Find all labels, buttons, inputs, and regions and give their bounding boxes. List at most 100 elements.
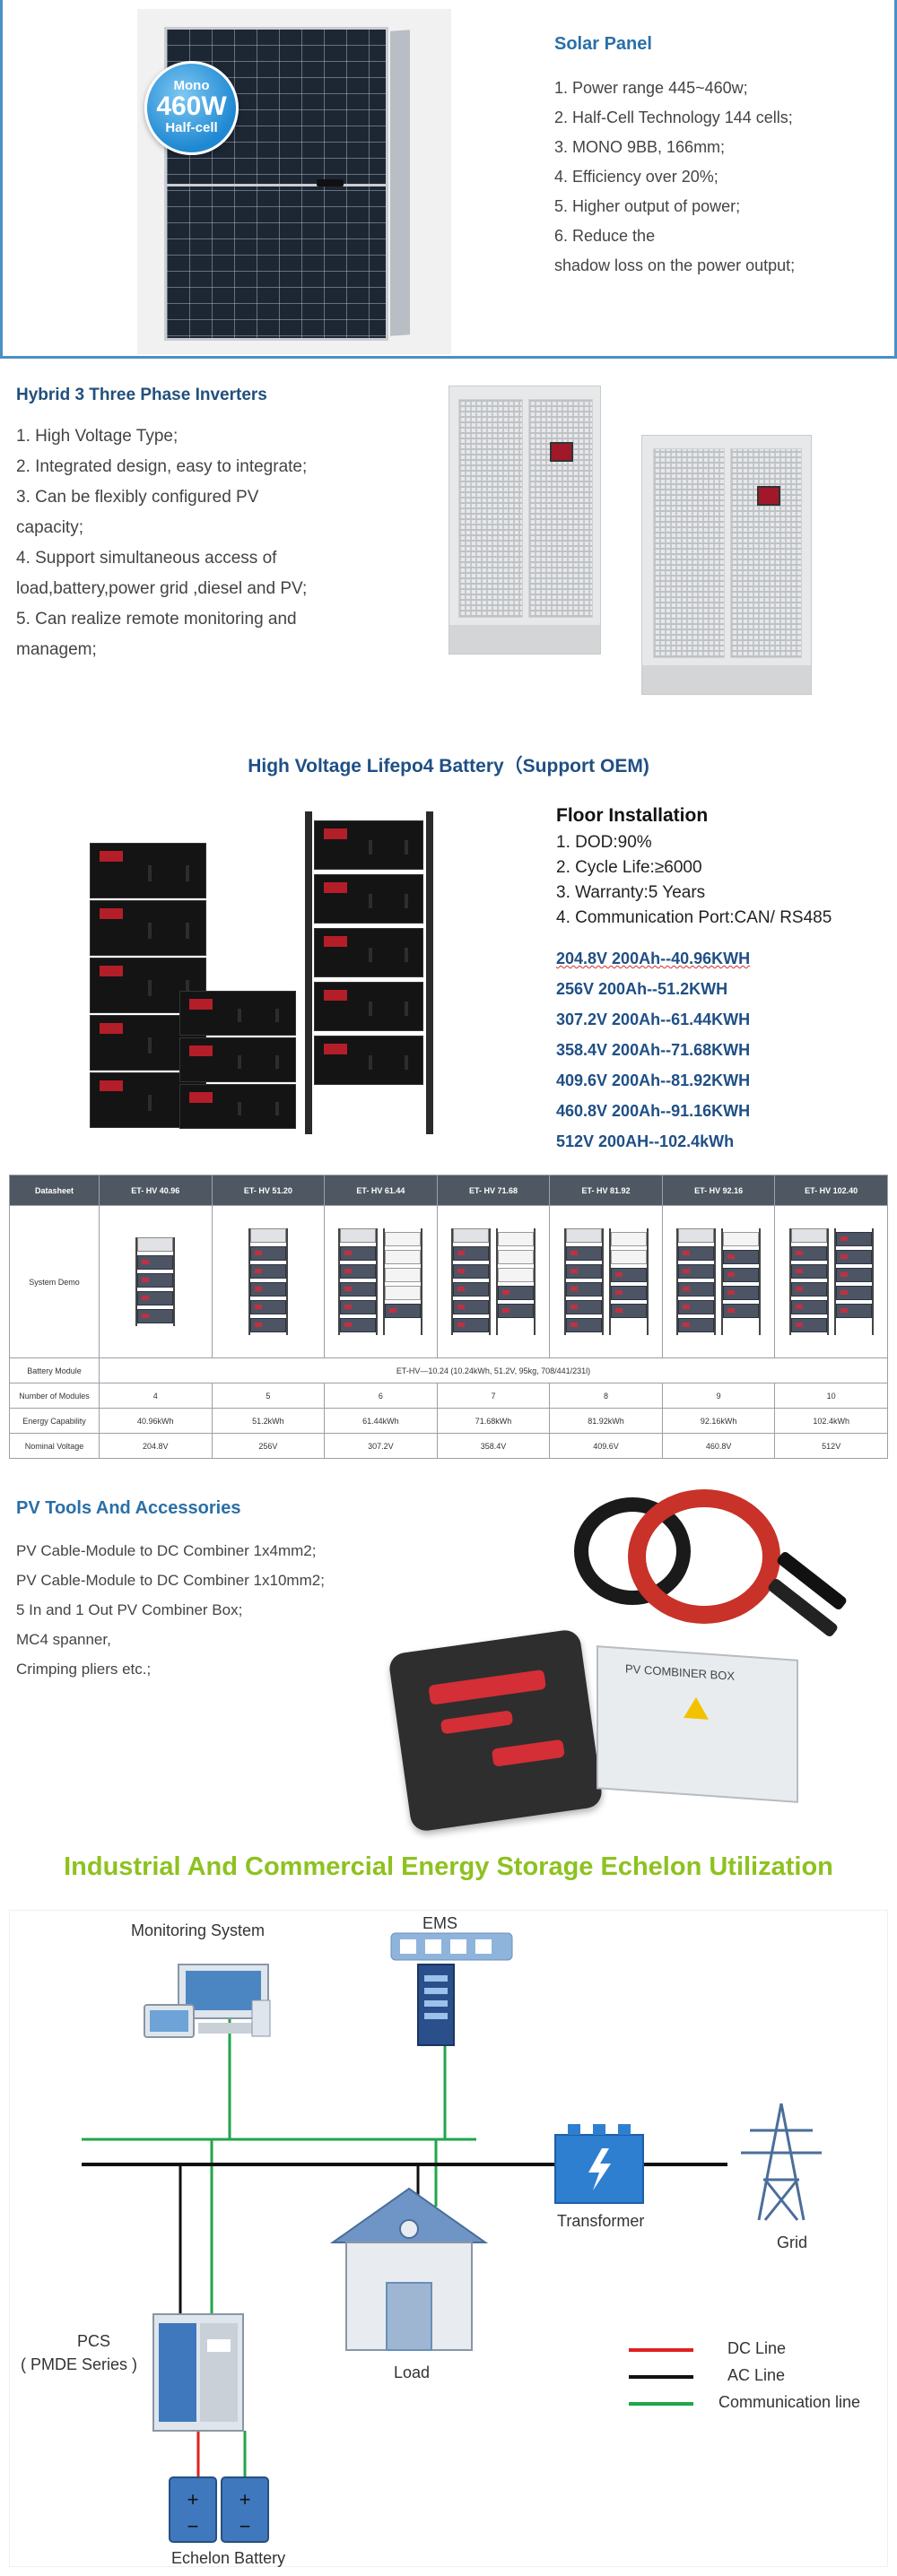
- tools-item: Crimping pliers etc.;: [16, 1661, 152, 1678]
- mini-stack: [383, 1228, 423, 1335]
- solar-feature: 5. Higher output of power;: [554, 197, 741, 215]
- solar-feature-list: 1. Power range 445~460w; 2. Half-Cell Te…: [554, 74, 795, 281]
- battery-section: High Voltage Lifepo4 Battery（Support OEM…: [0, 735, 897, 1175]
- row-label: Energy Capability: [9, 1408, 100, 1434]
- battery-spec-text: 204.8V 200Ah--40.96KWH: [556, 950, 751, 967]
- tools-title: PV Tools And Accessories: [16, 1498, 241, 1518]
- battery-title: High Voltage Lifepo4 Battery（Support OEM…: [248, 756, 649, 776]
- crimping-tool-case: [388, 1628, 604, 1833]
- panel-badge: Mono 460W Half-cell: [144, 61, 239, 155]
- mini-stack: [495, 1228, 536, 1335]
- mini-stack: [338, 1228, 379, 1335]
- junction-box: [317, 179, 344, 186]
- table-cell: 40.96kWh: [99, 1408, 213, 1434]
- solar-panel-image: Mono 460W Half-cell: [137, 9, 451, 354]
- legend-dc-label: DC Line: [727, 2339, 787, 2357]
- inverter-feature: managem;: [16, 640, 97, 659]
- floor-item: 1. DOD:90%: [556, 833, 652, 852]
- table-cell: 7: [436, 1383, 551, 1409]
- solar-feature: 6. Reduce the: [554, 227, 656, 245]
- row-label: Nominal Voltage: [9, 1433, 100, 1459]
- floor-item: 3. Warranty:5 Years: [556, 883, 706, 902]
- inverter-feature: 2. Integrated design, easy to integrate;: [16, 457, 308, 476]
- floor-installation-title: Floor Installation: [556, 805, 709, 826]
- badge-halfcell: Half-cell: [165, 120, 218, 135]
- inverter-cabinet-front: [641, 435, 812, 695]
- table-cell: 8: [549, 1383, 663, 1409]
- monitoring-system-label: Monitoring System: [131, 1921, 266, 1939]
- battery-module: [314, 1036, 423, 1085]
- battery-module: [314, 982, 423, 1031]
- model-header: ET- HV 102.40: [774, 1175, 888, 1206]
- model-header: ET- HV 71.68: [436, 1175, 551, 1206]
- battery-module: [314, 820, 423, 870]
- table-cell: 5: [211, 1383, 326, 1409]
- svg-text:+: +: [239, 2488, 251, 2511]
- inverter-cabinet-back: [448, 386, 601, 655]
- battery-module: [179, 991, 296, 1036]
- battery-module: [90, 843, 206, 898]
- battery-spec: 358.4V 200Ah--71.68KWH: [556, 1041, 751, 1059]
- battery-module-value: ET-HV—10.24 (10.24kWh, 51.2V, 95kg, 708/…: [99, 1357, 888, 1383]
- combiner-box-label: PV COMBINER BOX: [625, 1661, 736, 1683]
- inverter-feature: 4. Support simultaneous access of: [16, 549, 277, 568]
- table-cell: 61.44kWh: [324, 1408, 438, 1434]
- inverter-feature: load,battery,power grid ,diesel and PV;: [16, 579, 308, 598]
- echelon-battery-icon: + + − −: [169, 2476, 269, 2543]
- demo-cell: [324, 1205, 438, 1358]
- inverter-title: Hybrid 3 Three Phase Inverters: [16, 386, 267, 404]
- rack-post: [305, 811, 312, 1134]
- battery-spec: 460.8V 200Ah--91.16KWH: [556, 1102, 751, 1120]
- solar-feature: 4. Efficiency over 20%;: [554, 168, 718, 186]
- model-header: ET- HV 92.16: [661, 1175, 776, 1206]
- mini-stack: [248, 1228, 288, 1335]
- solar-feature: 1. Power range 445~460w;: [554, 79, 748, 97]
- tools-item: PV Cable-Module to DC Combiner 1x4mm2;: [16, 1542, 317, 1559]
- pv-tools-section: PV Tools And Accessories PV Cable-Module…: [0, 1489, 897, 1833]
- battery-module: [179, 1037, 296, 1082]
- ac-line-swatch: [629, 2375, 693, 2379]
- monitoring-computer-icon: [144, 1964, 271, 2038]
- table-cell: 358.4V: [436, 1433, 551, 1459]
- ems-label: EMS: [422, 1914, 458, 1932]
- table-cell: 71.68kWh: [436, 1408, 551, 1434]
- combiner-box: PV COMBINER BOX: [597, 1645, 798, 1803]
- table-cell: 6: [324, 1383, 438, 1409]
- model-header: ET- HV 81.92: [549, 1175, 663, 1206]
- battery-module: [90, 900, 206, 956]
- pcs-series-label: ( PMDE Series ): [21, 2355, 138, 2373]
- ems-icon: [390, 1932, 513, 2046]
- energy-capability-row: Energy Capability 40.96kWh 51.2kWh 61.44…: [9, 1408, 888, 1434]
- demo-cell: [211, 1205, 326, 1358]
- battery-module: [179, 1084, 296, 1129]
- mini-stack: [721, 1228, 762, 1335]
- cabinet-door: [528, 399, 593, 618]
- legend-comm-label: Communication line: [718, 2393, 861, 2411]
- solar-title: Solar Panel: [554, 34, 652, 54]
- mini-stack: [833, 1228, 874, 1335]
- cabinet-display: [757, 486, 780, 506]
- cabinet-base: [642, 665, 811, 694]
- diagram-area: + + − − Monitoring System EMS Transforme…: [9, 1910, 888, 2567]
- table-cell: 256V: [211, 1433, 326, 1459]
- battery-spec: 307.2V 200Ah--61.44KWH: [556, 1010, 751, 1028]
- table-cell: 81.92kWh: [549, 1408, 663, 1434]
- table-cell: 307.2V: [324, 1433, 438, 1459]
- demo-cell: [549, 1205, 663, 1358]
- demo-cell: [661, 1205, 776, 1358]
- demo-cell: [774, 1205, 888, 1358]
- table-cell: 409.6V: [549, 1433, 663, 1459]
- table-cell: 92.16kWh: [661, 1408, 776, 1434]
- tools-list: PV Cable-Module to DC Combiner 1x4mm2; P…: [16, 1536, 325, 1684]
- inverter-feature: 1. High Voltage Type;: [16, 427, 179, 446]
- legend-ac-label: AC Line: [727, 2366, 786, 2384]
- row-label: System Demo: [9, 1205, 100, 1358]
- mini-stack: [450, 1228, 491, 1335]
- battery-spec: 409.6V 200Ah--81.92KWH: [556, 1071, 751, 1089]
- inverter-feature-list: 1. High Voltage Type; 2. Integrated desi…: [16, 421, 375, 665]
- table-cell: 51.2kWh: [211, 1408, 326, 1434]
- cabinet-door: [653, 448, 725, 658]
- battery-module: [314, 874, 423, 924]
- tools-item: MC4 spanner,: [16, 1631, 111, 1648]
- model-header: ET- HV 40.96: [99, 1175, 213, 1206]
